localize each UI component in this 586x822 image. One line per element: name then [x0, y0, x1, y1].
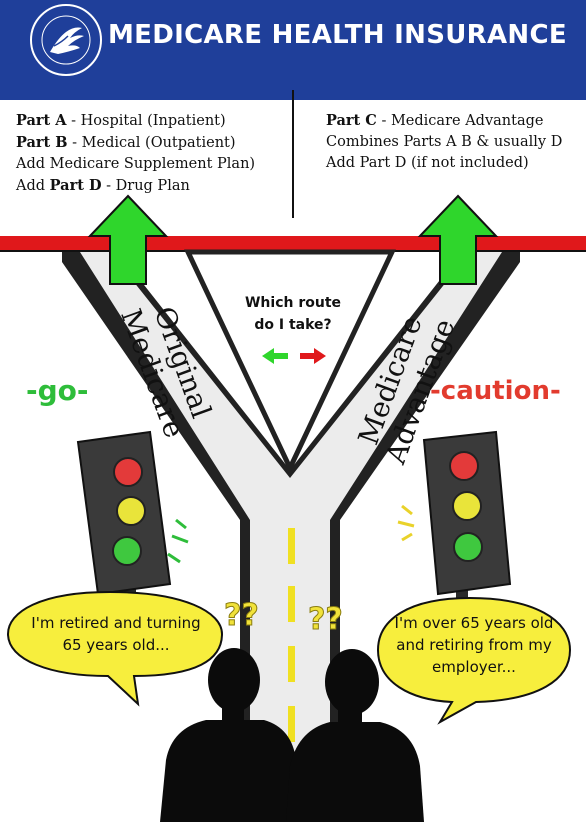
go-label: -go- — [26, 374, 89, 407]
question-marks-left: ?? — [224, 598, 260, 634]
traffic-light-left-icon — [76, 430, 189, 620]
arrow-up-icon — [87, 194, 169, 285]
add-part-d-line: Add Part D (if not included) — [326, 155, 529, 171]
red-barrier-bar — [0, 236, 586, 250]
arrow-left-icon — [262, 348, 288, 364]
center-island — [184, 249, 396, 474]
part-b-line: Part B - Medical (Outpatient) — [16, 134, 236, 151]
part-a-line: Part A - Hospital (Inpatient) — [16, 112, 226, 129]
speech-bubble-left — [6, 590, 224, 707]
route-question-line1: Which route — [244, 295, 342, 311]
supplement-line: Add Medicare Supplement Plan) — [16, 156, 256, 172]
combines-line: Combines Parts A B & usually D — [326, 134, 563, 150]
hhs-seal-icon — [30, 4, 102, 76]
speech-bubble-right-text: I'm over 65 years old and retiring from … — [394, 614, 554, 676]
arrow-right-icon — [300, 348, 326, 364]
header-banner: MEDICARE HEALTH INSURANCE — [0, 0, 586, 100]
route-question: Which route do I take? — [234, 292, 352, 336]
part-d-line: Add Part D - Drug Plan — [16, 177, 190, 194]
caution-label: -caution- — [430, 376, 561, 406]
page-title: MEDICARE HEALTH INSURANCE — [108, 20, 567, 50]
traffic-light-right-icon — [397, 430, 512, 620]
person-silhouette-right-icon — [286, 649, 424, 822]
part-c-line: Part C - Medicare Advantage — [326, 112, 544, 129]
medicare-advantage-info: Part C - Medicare Advantage Combines Par… — [326, 110, 562, 174]
person-silhouette-left-icon — [160, 648, 300, 822]
original-medicare-info: Part A - Hospital (Inpatient) Part B - M… — [16, 110, 255, 197]
speech-bubble-right — [376, 596, 572, 725]
column-divider — [292, 90, 294, 218]
speech-bubble-left-text: I'm retired and turning 65 years old... — [31, 614, 201, 654]
arrow-up-icon — [417, 194, 499, 285]
route-question-line2: do I take? — [254, 317, 332, 333]
question-marks-right: ?? — [308, 602, 344, 638]
